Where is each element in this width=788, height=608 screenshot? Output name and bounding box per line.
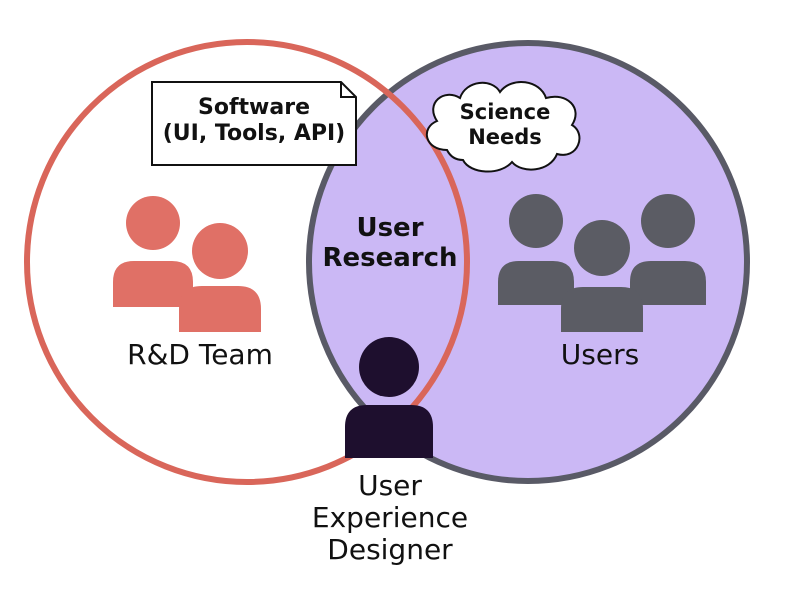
cloud-line-2: Needs	[468, 124, 542, 149]
cloud-label: Science Needs	[430, 100, 580, 150]
rd-team-circle	[24, 39, 470, 485]
overlap-label: User Research	[310, 213, 470, 274]
designer-label: User Experience Designer	[280, 470, 500, 566]
overlap-line-2: Research	[322, 242, 458, 273]
cloud-icon	[425, 80, 581, 173]
note-line-2: (UI, Tools, API)	[162, 120, 346, 146]
designer-line-2: Experience	[311, 500, 469, 534]
note-line-1: Software	[198, 95, 310, 120]
users-label: Users	[560, 338, 640, 371]
rd-team-label: R&D Team	[127, 338, 273, 371]
designer-line-3: Designer	[327, 532, 453, 566]
note-label: Software (UI, Tools, API)	[152, 95, 356, 147]
overlap-line-1: User	[356, 213, 424, 243]
note-icon	[151, 81, 357, 166]
designer-line-1: User	[358, 469, 422, 502]
cloud-line-1: Science	[459, 100, 551, 124]
two-people-icon	[113, 196, 261, 332]
three-people-icon	[498, 194, 706, 332]
person-icon	[345, 337, 433, 458]
